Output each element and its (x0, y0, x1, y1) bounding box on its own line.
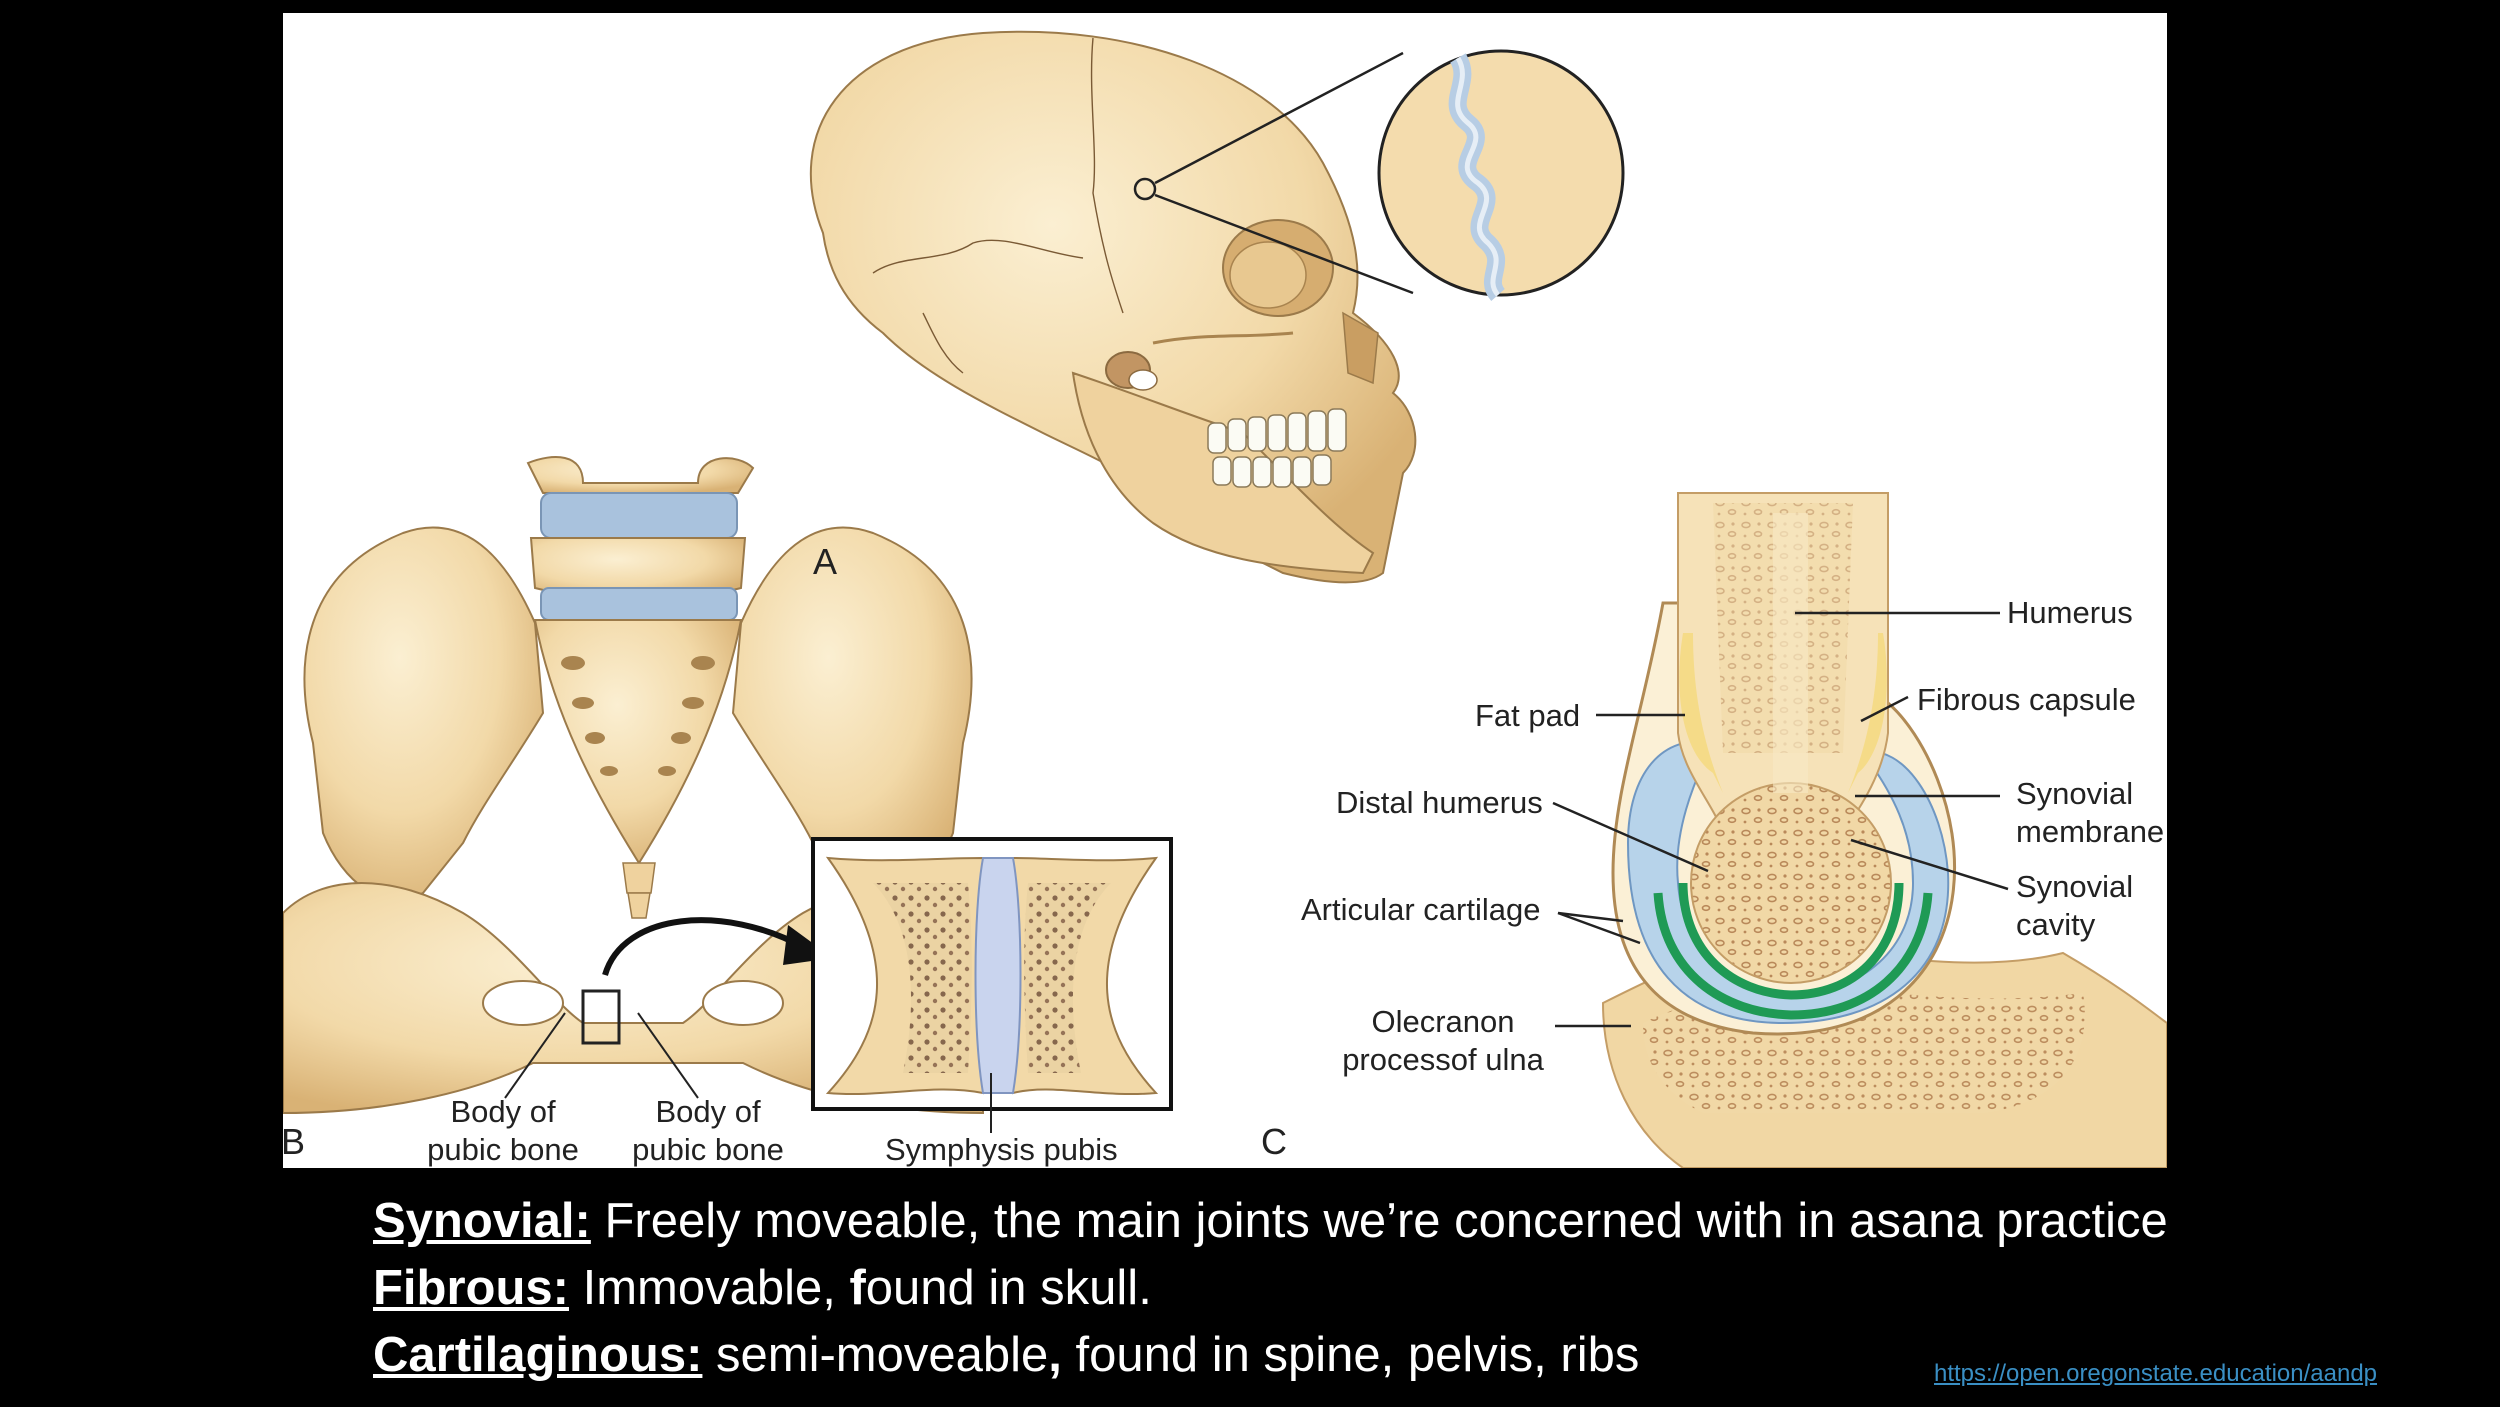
label-distal-humerus: Distal humerus (1336, 785, 1543, 820)
label-line: Synovial (2016, 776, 2134, 811)
source-link[interactable]: https://open.oregonstate.education/aandp (1934, 1360, 2378, 1387)
label-synovial-cavity: Synovial cavity (2016, 868, 2133, 944)
label-line: pubic bone (427, 1132, 579, 1167)
label-line: Body of (655, 1094, 761, 1129)
definition-fibrous-part1: Immovable, (568, 1261, 850, 1315)
symphysis-focus-box (581, 989, 621, 1045)
definition-cartilaginous-part2: found in spine, pelvis, ribs (1061, 1328, 1640, 1382)
definition-fibrous-bold: f (849, 1261, 866, 1315)
intervertebral-disc (540, 492, 738, 539)
panel-letter-c: C (1261, 1121, 1287, 1162)
term-synovial: Synovial: (373, 1194, 591, 1248)
label-body-of-pubic-bone-left: Body of pubic bone (403, 1093, 603, 1168)
label-fat-pad: Fat pad (1475, 698, 1581, 733)
label-synovial-membrane: Synovial membrane (2016, 775, 2164, 851)
label-line: cavity (2016, 907, 2096, 942)
label-line: pubic bone (632, 1132, 784, 1167)
caption-line-synovial: Synovial: Freely moveable, the main join… (373, 1188, 2168, 1255)
definition-synovial: Freely moveable, the main joints we’re c… (590, 1194, 2168, 1248)
label-line: Body of (450, 1094, 556, 1129)
definition-cartilaginous-part1: semi-moveable (702, 1328, 1049, 1382)
label-body-of-pubic-bone-right: Body of pubic bone (608, 1093, 808, 1168)
label-line: processof ulna (1342, 1042, 1544, 1077)
suture-magnifier (1377, 49, 1625, 301)
suture-focus-marker (1133, 177, 1157, 201)
panel-letter-b: B (283, 1121, 306, 1162)
label-symphysis-pubis: Symphysis pubis (885, 1132, 1118, 1167)
caption-line-fibrous: Fibrous: Immovable, found in skull. (373, 1255, 2168, 1322)
definition-cartilaginous-bold: , (1048, 1328, 1062, 1382)
skull-illustration (809, 30, 1625, 584)
label-humerus: Humerus (2007, 595, 2133, 630)
label-line: membrane (2016, 814, 2165, 849)
caption-line-cartilaginous: Cartilaginous: semi-moveable, found in s… (373, 1322, 2168, 1389)
panel-letter-a: A (813, 541, 838, 582)
joint-types-caption: Synovial: Freely moveable, the main join… (373, 1188, 2168, 1389)
term-cartilaginous: Cartilaginous: (373, 1328, 703, 1382)
label-olecranon-process: Olecranon processof ulna (1323, 1003, 1563, 1079)
label-line: Synovial (2016, 869, 2134, 904)
term-fibrous: Fibrous: (373, 1261, 569, 1315)
label-fibrous-capsule: Fibrous capsule (1917, 682, 2136, 717)
label-articular-cartilage: Articular cartilage (1301, 892, 1541, 927)
symphysis-inset (811, 837, 1173, 1133)
label-leader-lines (1552, 611, 2009, 1028)
elbow-joint-illustration (1601, 492, 2167, 1168)
pelvis-illustration (283, 456, 1173, 1133)
joint-types-figure: A B C Body of pubic bone Body of pubic b… (283, 13, 2167, 1168)
anatomy-illustration (283, 30, 2167, 1168)
label-line: Olecranon (1371, 1004, 1515, 1039)
definition-fibrous-part2: ound in skull. (865, 1261, 1152, 1315)
